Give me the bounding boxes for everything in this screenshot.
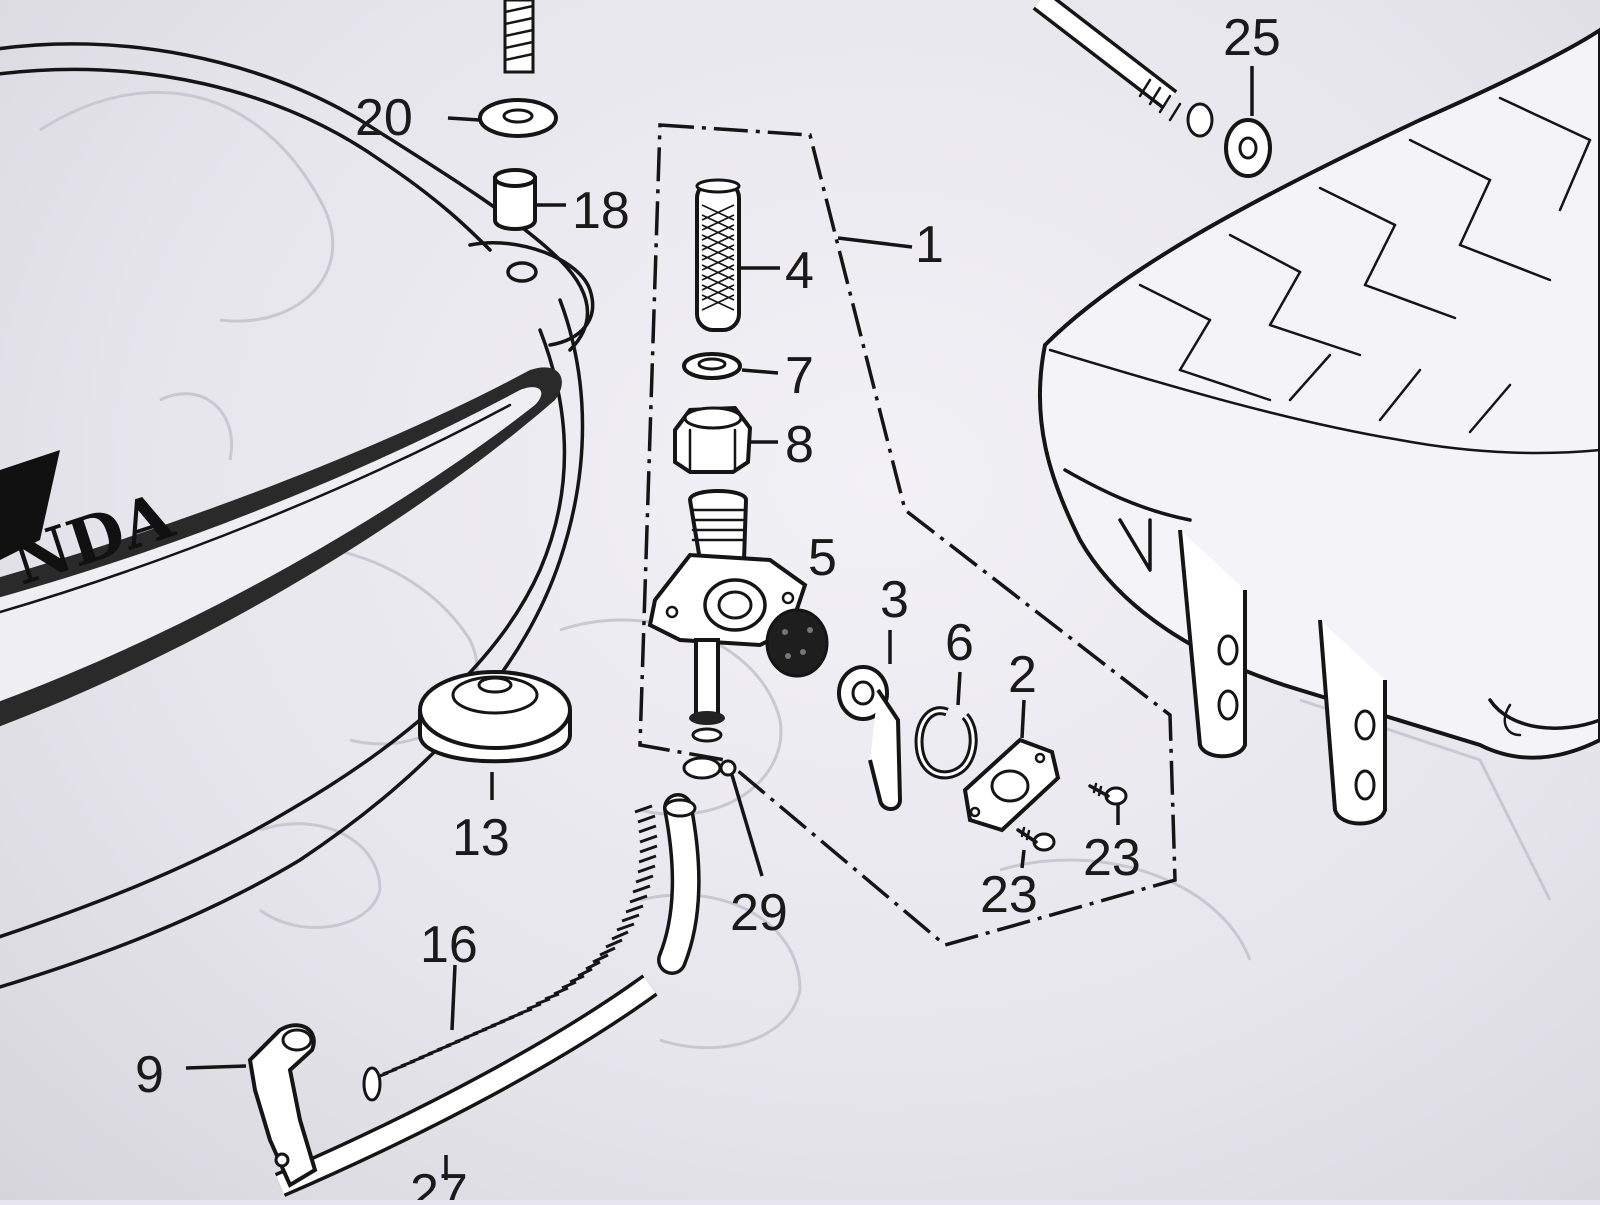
fuel-hose [657,793,701,975]
nut-part-8 [673,405,778,474]
assembly-outline-part-1 [638,123,1177,947]
callout-23-a: 23 [1083,829,1141,887]
spring-clip-part-6 [914,671,978,780]
bolt-top [503,0,535,74]
callout-3: 3 [880,571,909,629]
callout-8: 8 [785,416,814,474]
lever-part-3 [837,630,903,811]
callout-5: 5 [808,529,837,587]
callout-13: 13 [452,809,510,867]
callout-4: 4 [785,242,814,300]
o-ring-part-7 [682,352,779,380]
callout-1: 1 [915,216,944,274]
screw-part-23-b [1016,826,1056,869]
callout-27: 27 [410,1164,468,1200]
callout-23-b: 23 [980,866,1038,924]
gasket-part-5 [765,608,829,678]
callout-16: 16 [420,916,478,974]
leader-1 [837,236,913,249]
callout-7: 7 [785,347,814,405]
collar-part-18 [493,168,566,231]
hose-clip-part-29 [682,756,764,877]
callout-2: 2 [1008,646,1037,704]
callout-9: 9 [135,1046,164,1104]
filter-screen-part-4 [695,178,780,332]
hose-part-27 [274,974,658,1197]
washer-part-20 [447,98,558,138]
spring-part-16 [362,804,658,1102]
callout-20: 20 [355,89,413,147]
cushion-part-13 [418,670,572,800]
callout-29: 29 [730,884,788,942]
bracket-part-9 [185,1023,318,1188]
petcock-body [647,489,808,743]
screw-part-23-a [1088,782,1128,825]
rod-top-right [1032,0,1214,138]
callout-labels: 20 18 1 4 7 8 5 3 6 2 23 23 29 13 16 9 2… [135,9,1281,1205]
cover-plate-part-2 [962,699,1061,833]
washer-part-25 [1224,66,1272,178]
seat [1037,27,1600,826]
callout-18: 18 [572,182,630,240]
callout-25: 25 [1223,9,1281,67]
callout-6: 6 [945,614,974,672]
